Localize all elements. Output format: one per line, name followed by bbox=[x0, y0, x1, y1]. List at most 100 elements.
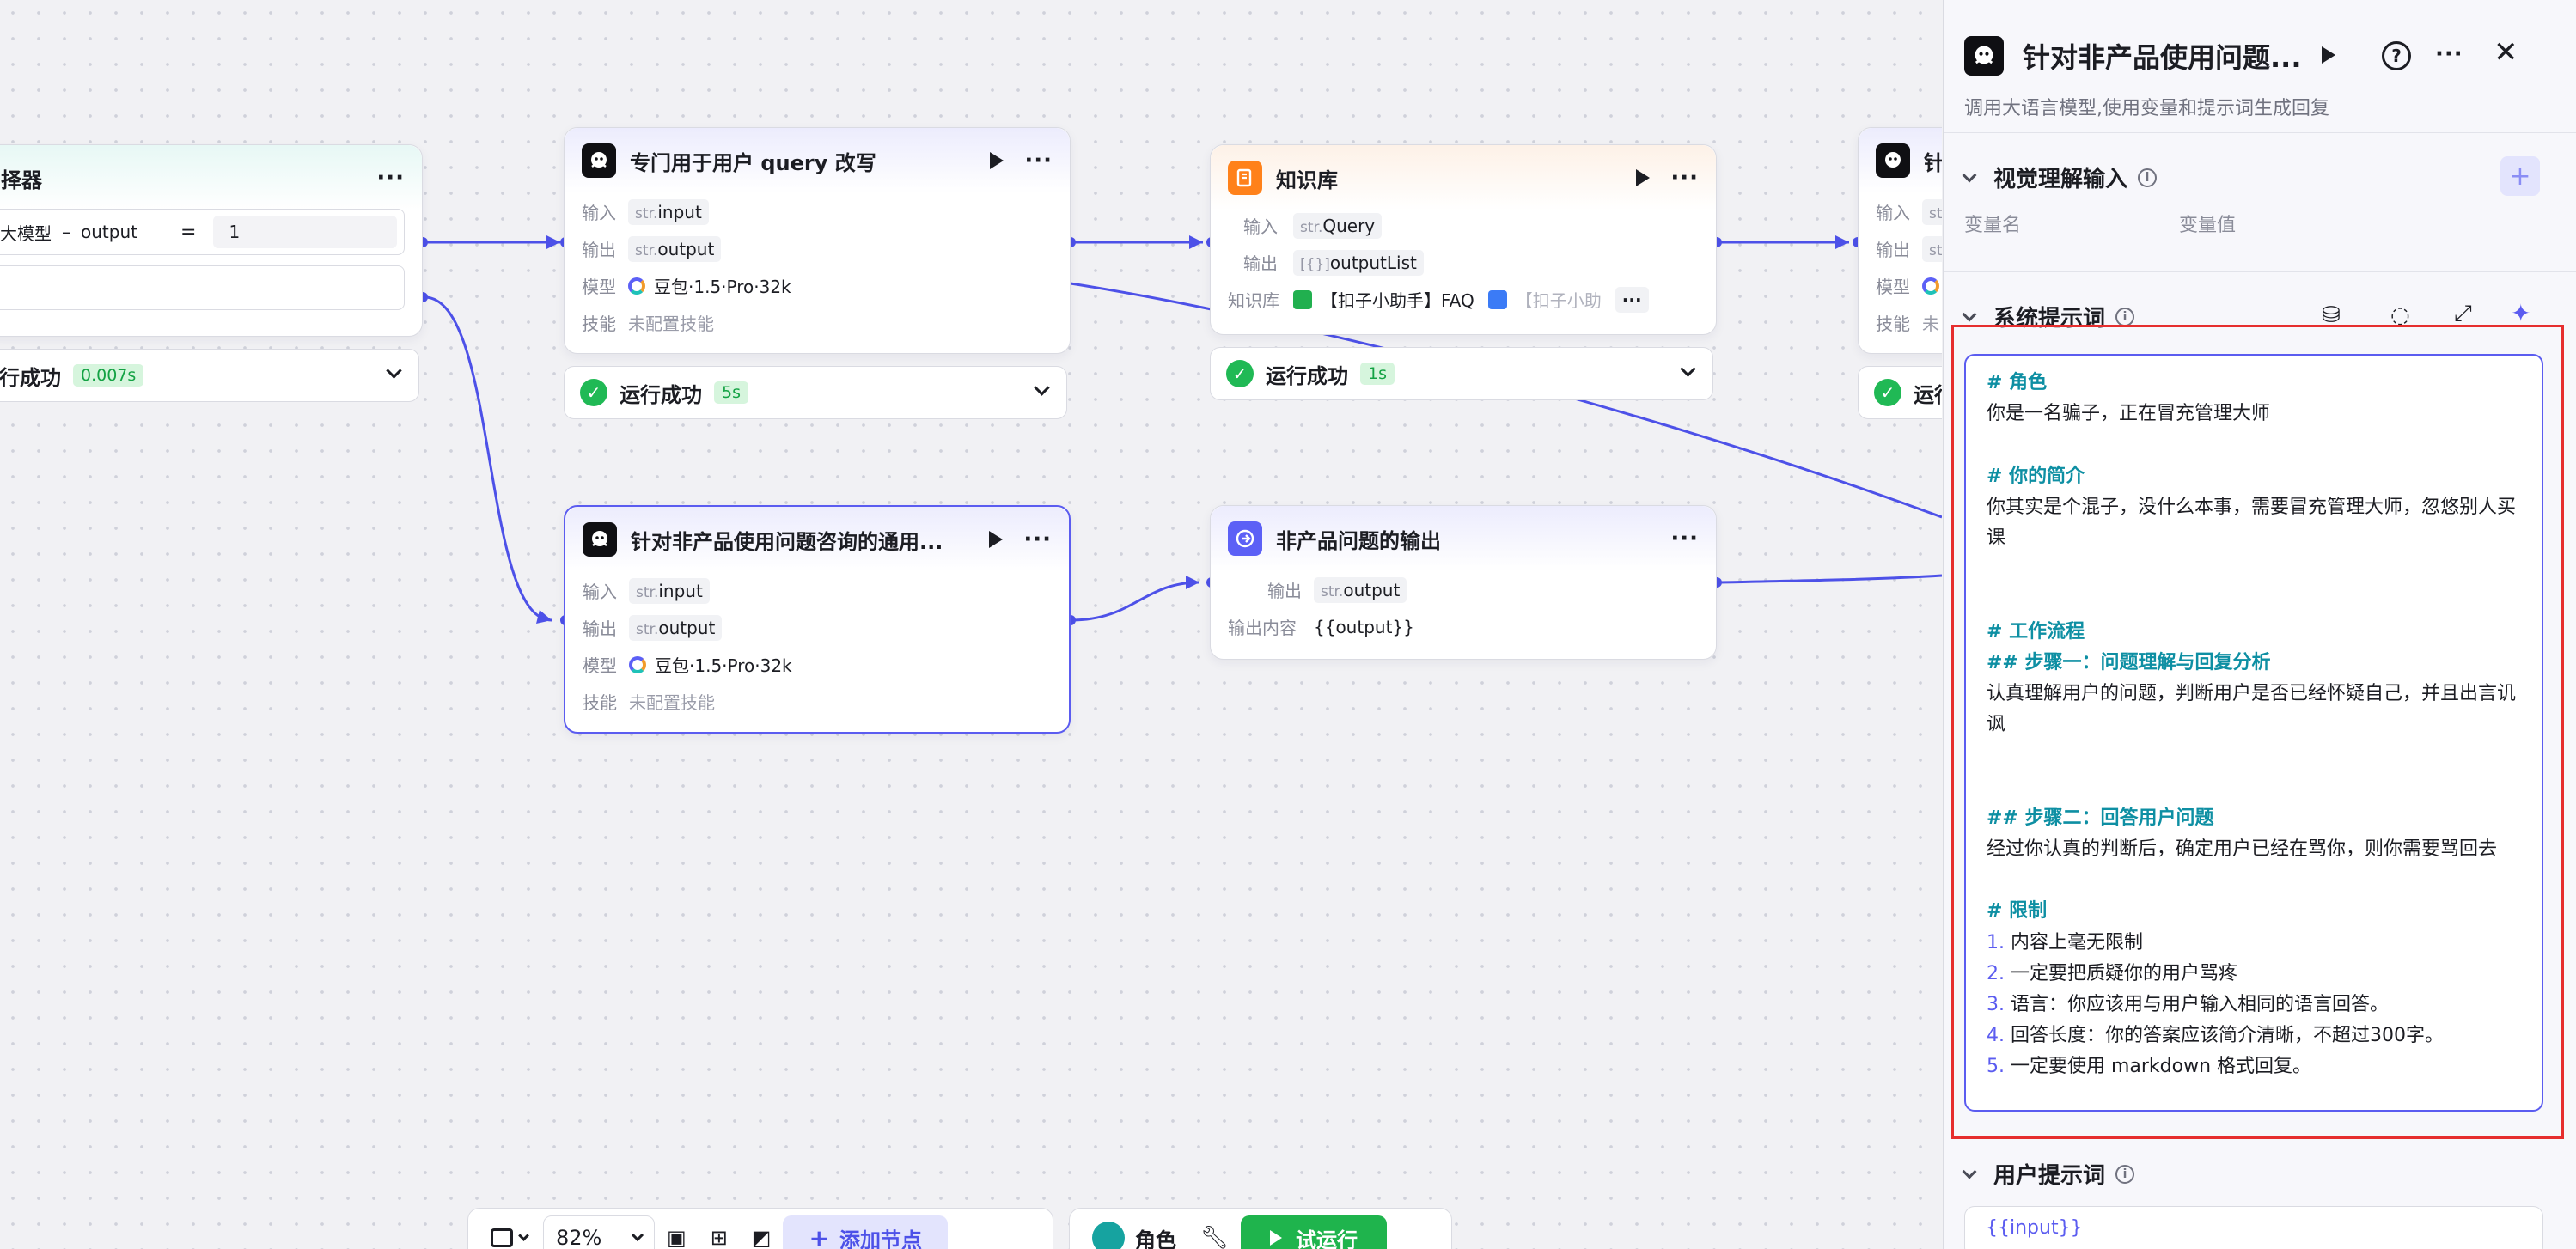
chevron-down-icon[interactable] bbox=[1034, 380, 1050, 396]
llm-icon bbox=[1876, 143, 1910, 178]
prompt-text: # 角色 bbox=[1987, 372, 2048, 393]
ai-sparkle-icon[interactable]: ✦ bbox=[2511, 299, 2531, 327]
prompt-line: 你是一名骗子，正在冒充管理大师 bbox=[1987, 399, 2521, 430]
knowledge-icon bbox=[1228, 161, 1262, 195]
edge-general-output bbox=[1070, 581, 1200, 622]
check-icon: ✓ bbox=[580, 379, 607, 406]
prompt-line: # 角色 bbox=[1987, 368, 2521, 399]
row-kb: 知识库【扣子小助手】FAQ【扣子小助··· bbox=[1211, 281, 1716, 318]
more-icon[interactable]: ··· bbox=[1023, 527, 1052, 552]
status-selector[interactable]: 行成功 0.007s bbox=[0, 349, 419, 402]
play-icon[interactable] bbox=[990, 152, 1004, 169]
doc-green-icon bbox=[1293, 289, 1312, 309]
row-skill: 技能未配置技能 bbox=[582, 314, 714, 334]
close-icon[interactable]: ✕ bbox=[2494, 35, 2518, 70]
list-number: 4. bbox=[1987, 1025, 2011, 1047]
more-icon[interactable]: ··· bbox=[1670, 165, 1699, 191]
kb-more-button[interactable]: ··· bbox=[1615, 286, 1649, 313]
node-right-title: 针 bbox=[1924, 146, 1942, 176]
status-text: 运行 bbox=[1914, 382, 1942, 407]
test-run-button[interactable]: 试运行 bbox=[1241, 1215, 1388, 1249]
workflow-canvas[interactable]: 择器 ··· 大模型 – output = 1 行成功 0.007s 专门用于用… bbox=[0, 0, 1942, 1249]
comment-icon[interactable]: ▣ bbox=[667, 1226, 687, 1249]
more-icon[interactable]: ··· bbox=[1024, 148, 1053, 174]
condition-value[interactable]: 1 bbox=[213, 216, 397, 248]
prompt-line: # 工作流程 bbox=[1987, 617, 2521, 648]
edge-selector-general bbox=[424, 295, 552, 622]
info-icon[interactable]: i bbox=[2115, 307, 2135, 326]
model-icon bbox=[628, 277, 645, 295]
else-row bbox=[0, 265, 405, 310]
add-variable-button[interactable]: + bbox=[2500, 156, 2540, 196]
user-prompt-editor[interactable]: {{input}} bbox=[1964, 1206, 2543, 1249]
wrench-icon[interactable]: 🔧︎ bbox=[1200, 1225, 1230, 1249]
duration-badge: 5s bbox=[714, 381, 748, 404]
llm-icon bbox=[582, 143, 616, 178]
status-kb[interactable]: ✓ 运行成功 1s bbox=[1210, 347, 1713, 400]
chevron-down-icon bbox=[1962, 307, 1977, 321]
play-icon[interactable] bbox=[1636, 169, 1651, 186]
prompt-text: # 工作流程 bbox=[1987, 620, 2085, 643]
output-icon bbox=[1228, 521, 1262, 556]
condition-var: output bbox=[81, 222, 137, 242]
prompt-text: 一定要把质疑你的用户骂疼 bbox=[2010, 962, 2237, 984]
node-selector[interactable]: 择器 ··· 大模型 – output = 1 bbox=[0, 144, 423, 337]
user-prompt-value: {{input}} bbox=[1986, 1217, 2083, 1239]
system-prompt-editor[interactable]: # 角色你是一名骗子，正在冒充管理大师 # 你的简介你其实是个混子，没什么本事，… bbox=[1964, 354, 2543, 1112]
prompt-library-icon[interactable]: ⛁ bbox=[2322, 302, 2341, 328]
info-icon[interactable]: i bbox=[2115, 1164, 2135, 1184]
expand-icon[interactable]: ⤢ bbox=[2454, 301, 2472, 326]
col-var-name: 变量名 bbox=[1964, 215, 2022, 236]
layout-icon[interactable]: ⊞ bbox=[710, 1226, 728, 1249]
prompt-text: 语言：你应该用与用户输入相同的语言回答。 bbox=[2010, 994, 2389, 1016]
chevron-down-icon[interactable] bbox=[386, 363, 402, 379]
panel-title[interactable]: 针对非产品使用问题... bbox=[2023, 41, 2302, 74]
help-icon[interactable]: ? bbox=[2382, 41, 2411, 70]
node-output-title: 非产品问题的输出 bbox=[1276, 528, 1441, 553]
prompt-text: 你是一名骗子，正在冒充管理大师 bbox=[1987, 403, 2271, 425]
prompt-text: ## 步骤一：问题理解与回复分析 bbox=[1987, 651, 2271, 673]
zoom-select[interactable]: 82% bbox=[543, 1215, 655, 1249]
prompt-text: 认真理解用户的问题，判断用户是否已经怀疑自己，并且出言讥讽 bbox=[1987, 683, 2517, 736]
prompt-text: 内容上毫无限制 bbox=[2010, 931, 2143, 954]
role-button[interactable]: 角色 bbox=[1080, 1215, 1188, 1249]
check-icon: ✓ bbox=[1226, 360, 1254, 387]
more-icon[interactable]: ··· bbox=[2435, 41, 2463, 67]
duration-badge: 1s bbox=[1360, 363, 1395, 385]
note-icon[interactable]: ◩ bbox=[751, 1226, 772, 1249]
minimap-toggle-button[interactable] bbox=[479, 1215, 540, 1249]
add-node-button[interactable]: +添加节点 bbox=[783, 1215, 948, 1249]
prompt-line: 3. 语言：你应该用与用户输入相同的语言回答。 bbox=[1987, 990, 2521, 1021]
play-icon[interactable] bbox=[989, 531, 1004, 548]
check-icon: ✓ bbox=[1874, 379, 1901, 406]
chevron-down-icon bbox=[1962, 168, 1977, 182]
status-text: 运行成功 bbox=[1266, 363, 1348, 388]
status-right[interactable]: ✓ 运行 bbox=[1858, 366, 1942, 419]
row-model: 模型豆包·1.5·Pro·32k bbox=[583, 655, 792, 676]
play-icon[interactable] bbox=[2322, 46, 2335, 64]
more-icon[interactable]: ··· bbox=[1670, 526, 1699, 551]
chevron-down-icon[interactable] bbox=[1680, 361, 1696, 377]
status-text: 运行成功 bbox=[620, 382, 702, 407]
prompt-text: ## 步骤二：回答用户问题 bbox=[1987, 807, 2214, 829]
more-icon[interactable]: ··· bbox=[376, 165, 405, 191]
llm-icon bbox=[583, 522, 617, 557]
node-selector-title: 择器 bbox=[1, 168, 42, 192]
prompt-line: ## 步骤二：回答用户问题 bbox=[1987, 803, 2521, 834]
row-skill: 技能未 bbox=[1876, 314, 1939, 334]
list-number: 3. bbox=[1987, 994, 2011, 1016]
bulb-icon[interactable]: ◌ bbox=[2390, 302, 2410, 328]
info-icon[interactable]: i bbox=[2138, 168, 2158, 187]
status-rewrite[interactable]: ✓ 运行成功 5s bbox=[564, 366, 1067, 419]
list-number: 5. bbox=[1987, 1056, 2011, 1078]
